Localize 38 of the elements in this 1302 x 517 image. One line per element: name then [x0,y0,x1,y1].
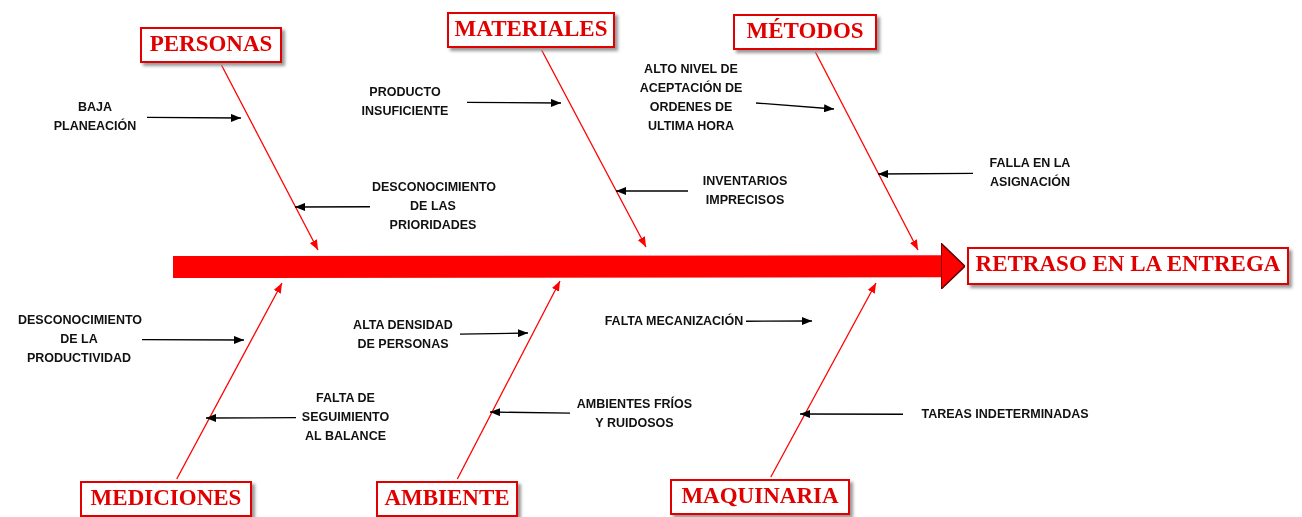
arrow [489,408,571,417]
arrow [459,329,529,338]
cause-label: ALTO NIVEL DE ACEPTACIÓN DE ORDENES DE ULTIMA HORA [628,60,754,136]
category-box: PERSONAS [140,27,282,63]
cause-label: FALTA MECANIZACIÓN [604,312,744,331]
category-box: MÉTODOS [733,14,877,50]
arrow [466,98,562,107]
cause-label: DESCONOCIMIENTO DE LA PRODUCTIVIDAD [18,311,140,368]
cause-label: FALLA EN LA ASIGNACIÓN [975,154,1085,192]
bone-arrow [456,280,561,480]
arrow [294,202,371,211]
arrow [146,113,242,122]
category-box: MEDICIONES [80,481,252,517]
cause-label: AMBIENTES FRÍOS Y RUIDOSOS [572,395,697,433]
category-box: MATERIALES [447,12,615,48]
bone-arrow [540,49,647,248]
spine-arrow [173,242,966,290]
arrow [745,317,813,326]
arrow [799,410,904,418]
arrow [615,187,689,195]
arrow [205,413,297,422]
cause-label: PRODUCTO INSUFICIENTE [345,83,465,121]
cause-label: FALTA DE SEGUIMIENTO AL BALANCE [298,389,393,446]
arrow [755,102,835,113]
arrow [877,169,974,178]
bone-arrow [770,282,877,478]
bone-arrow [220,64,319,251]
category-box: AMBIENTE [376,481,518,517]
cause-label: BAJA PLANEACIÓN [45,98,145,136]
bone-arrow [814,51,919,251]
bone-arrow [176,282,283,480]
cause-label: DESCONOCIMIENTO DE LAS PRIORIDADES [372,178,494,235]
arrow [141,335,245,344]
cause-label: TAREAS INDETERMINADAS [905,405,1105,424]
cause-label: ALTA DENSIDAD DE PERSONAS [348,316,458,354]
effect-box: RETRASO EN LA ENTREGA [967,247,1289,285]
cause-label: INVENTARIOS IMPRECISOS [690,172,800,210]
category-box: MAQUINARIA [670,479,850,515]
